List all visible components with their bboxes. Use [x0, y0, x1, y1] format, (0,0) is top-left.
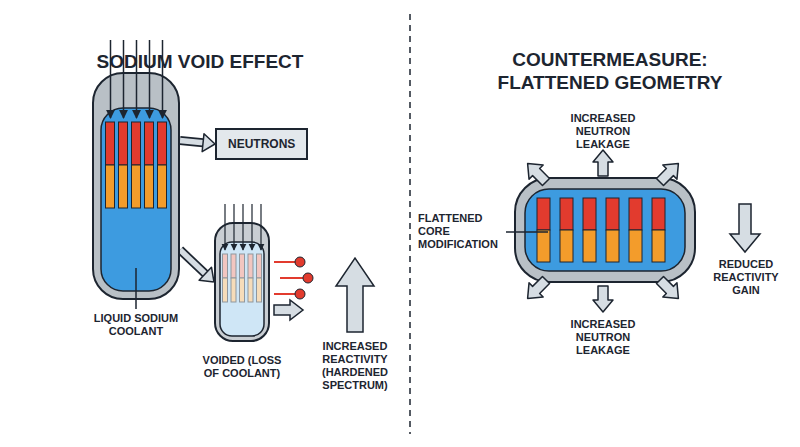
- voided-vessel-drawing: [214, 222, 270, 342]
- leakage-label: INCREASED NEUTRON LEAKAGE: [548, 318, 658, 357]
- reactivity-up-arrow: [336, 258, 374, 332]
- leakage-label: INCREASED NEUTRON LEAKAGE: [548, 112, 658, 151]
- leader-line: [135, 268, 137, 309]
- section-heading: COUNTERMEASURE: FLATTENED GEOMETRY: [460, 48, 760, 94]
- leakage-arrow: [653, 273, 686, 306]
- vessel-label: VOIDED (LOSS OF COOLANT): [200, 354, 284, 380]
- vessel-drawing: [92, 72, 180, 300]
- neutron-box: NEUTRONS: [215, 128, 308, 160]
- vessel-label: LIQUID SODIUM COOLANT: [76, 312, 196, 338]
- flow-arrow: [274, 300, 303, 320]
- leakage-arrow: [593, 150, 613, 176]
- leakage-arrow: [521, 157, 554, 190]
- callout-label: FLATTENED CORE MODIFICATION: [418, 212, 508, 251]
- voided-vessel: VOIDED (LOSS OF COOLANT): [214, 222, 270, 342]
- reduced-down-arrow: [730, 204, 760, 252]
- neutron-particles: [274, 257, 313, 299]
- connector-arrow: [180, 250, 214, 282]
- reactor-vessel: LIQUID SODIUM COOLANT: [92, 72, 180, 300]
- effect-label: REDUCED REACTIVITY GAIN: [700, 258, 792, 297]
- divider-line: [409, 14, 411, 434]
- leakage-arrow: [521, 273, 554, 306]
- box-label: NEUTRONS: [228, 137, 295, 151]
- leader-line: [506, 231, 548, 233]
- leakage-arrow: [653, 157, 686, 190]
- section-heading: SODIUM VOID EFFECT: [80, 50, 320, 73]
- flattened-vessel: [515, 178, 695, 282]
- connector-arrow: [180, 134, 215, 152]
- effect-label: INCREASED REACTIVITY (HARDENED SPECTRUM): [305, 340, 405, 392]
- leakage-arrow: [593, 286, 613, 312]
